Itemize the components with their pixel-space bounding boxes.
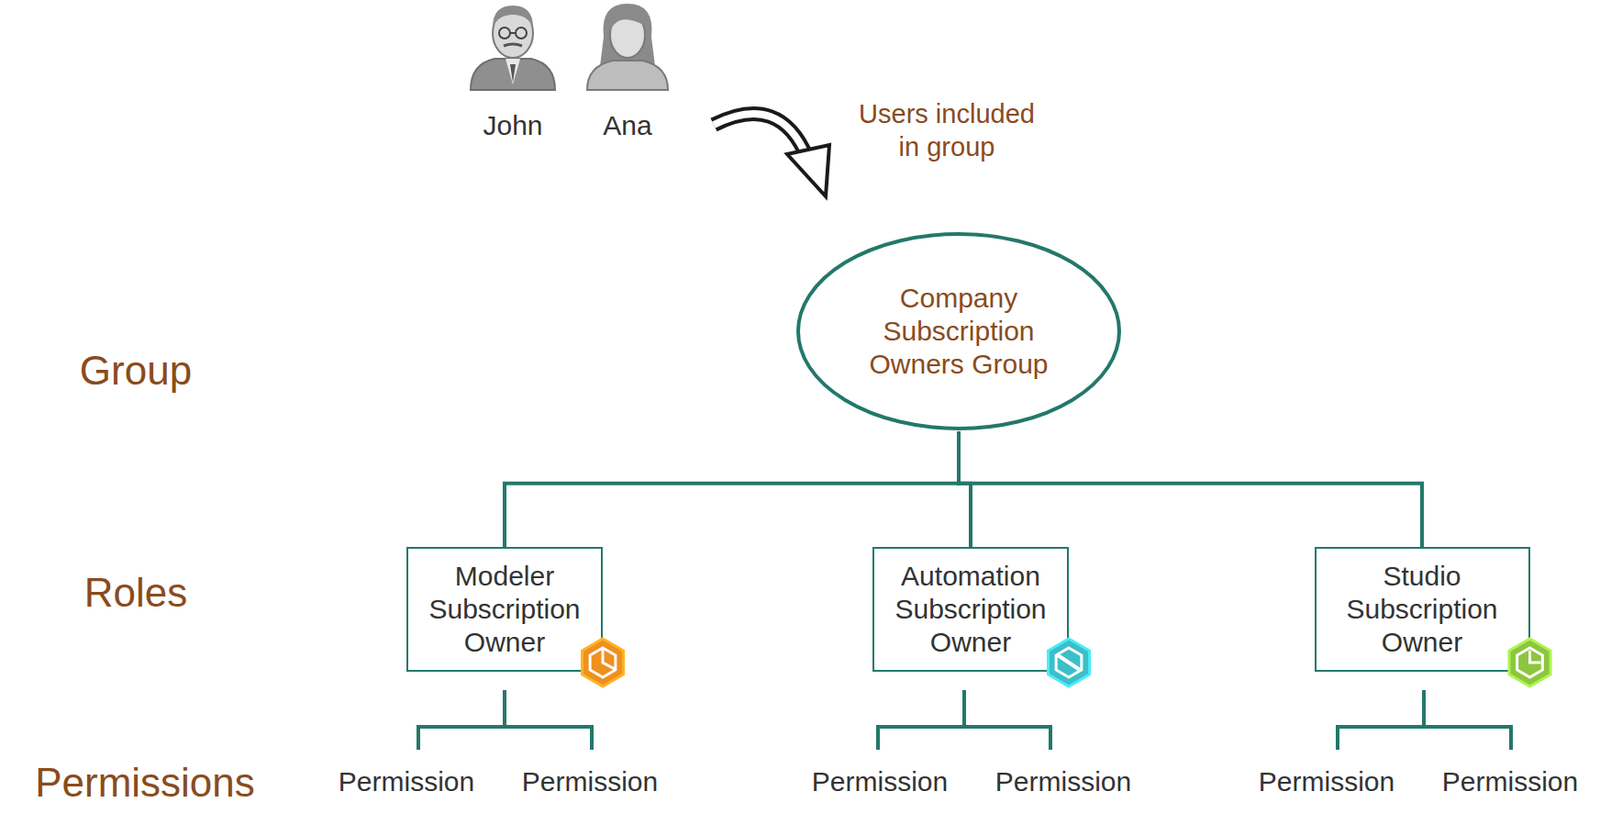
permission-label: Permission: [1442, 764, 1578, 800]
person-icon: [470, 5, 556, 90]
person-icon: [587, 3, 668, 90]
annotation-note: Users included in group: [848, 97, 1046, 165]
permission-label: Permission: [1258, 764, 1395, 800]
person-name: Ana: [602, 108, 652, 144]
permission-label: Permission: [811, 764, 948, 800]
tier-label: Roles: [84, 566, 189, 618]
tree-connector: [958, 431, 1423, 547]
tree-connector: [504, 431, 959, 547]
role-box: Modeler Subscription Owner: [406, 546, 603, 672]
product-icon: [581, 638, 623, 687]
permission-label: Permission: [338, 764, 475, 800]
group-ellipse: Company Subscription Owners Group: [795, 231, 1123, 432]
permission-label: Permission: [995, 764, 1132, 800]
node-text: Studio Subscription Owner: [1330, 559, 1514, 659]
permission-label: Permission: [522, 764, 658, 800]
permission-bracket: [418, 689, 1512, 750]
person-name: John: [482, 108, 543, 144]
node-text: Modeler Subscription Owner: [417, 559, 592, 659]
node-text: Company Subscription Owners Group: [860, 281, 1058, 381]
tier-label: Permissions: [34, 756, 256, 808]
curved-arrow: [713, 113, 830, 197]
product-icon: [1509, 638, 1551, 687]
tier-label: Group: [79, 344, 192, 396]
role-box: Automation Subscription Owner: [872, 546, 1069, 672]
product-icon: [1047, 638, 1089, 687]
role-box: Studio Subscription Owner: [1314, 546, 1531, 672]
node-text: Automation Subscription Owner: [883, 559, 1058, 659]
